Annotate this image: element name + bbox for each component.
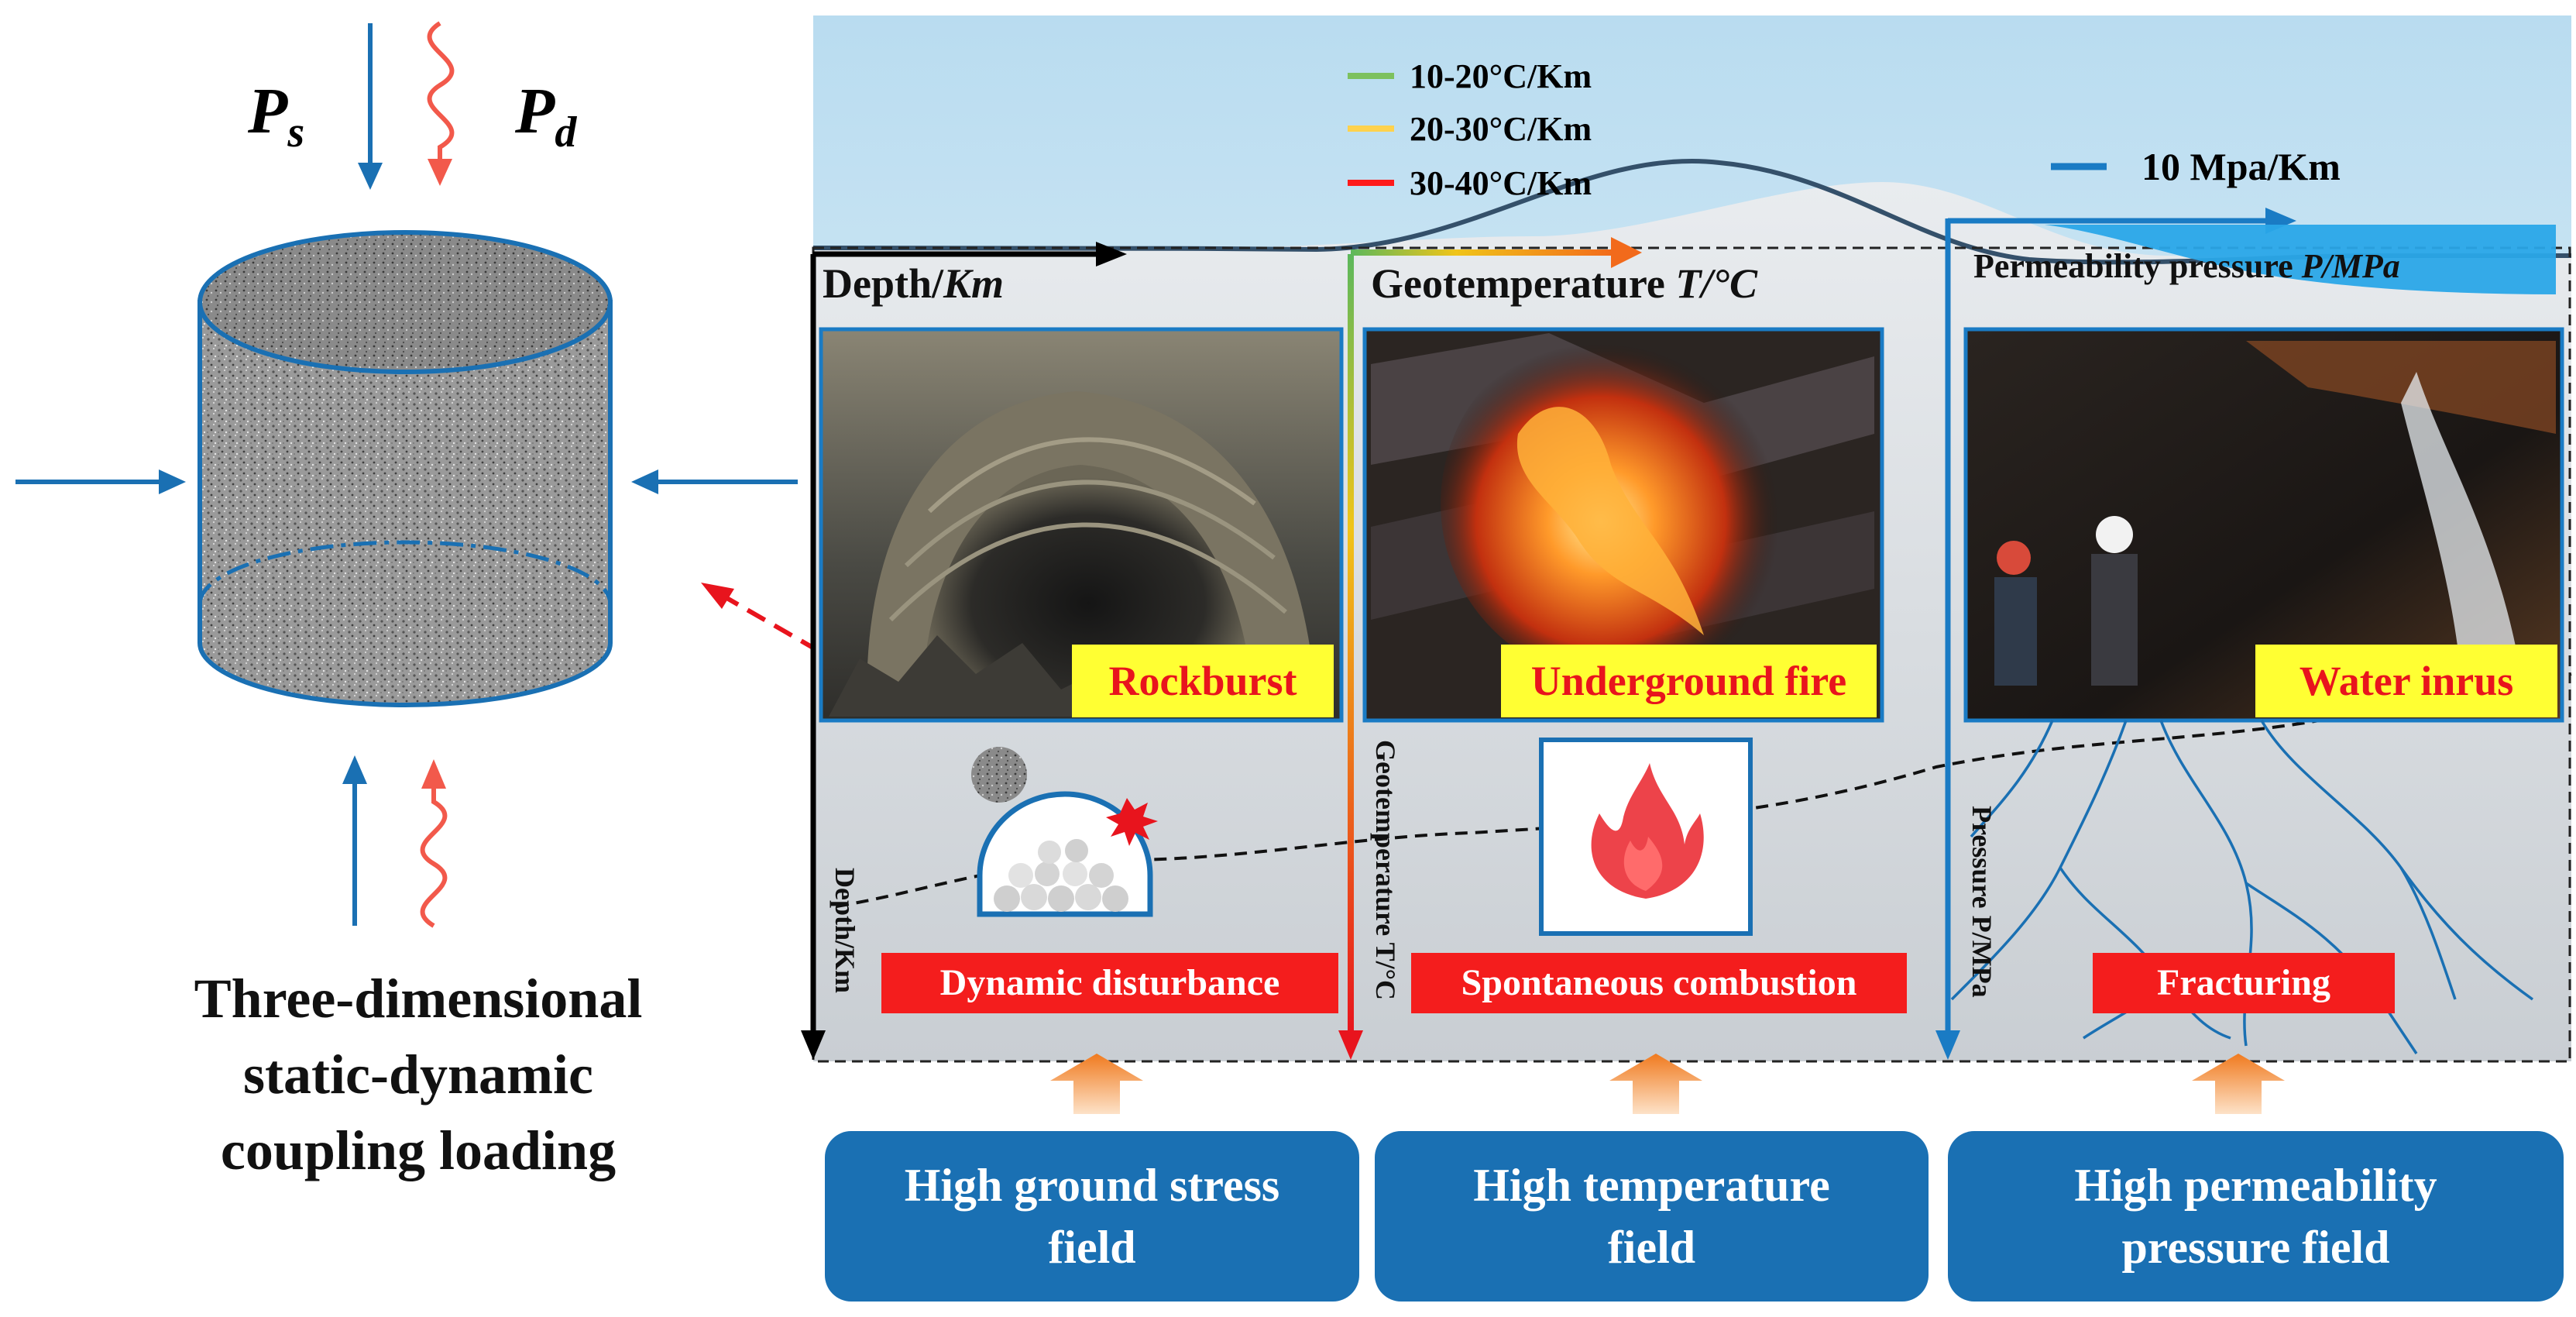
field-permeability-line-1: High permeability [2074,1160,2437,1211]
tunnel-section-icon [977,791,1158,917]
specimen-caption: Three-dimensional static-dynamic couplin… [116,961,720,1188]
specimen-hidden-edge [197,540,613,605]
field-permeability-line-2: pressure field [2121,1222,2390,1273]
stratum-boundary [836,672,2572,908]
legend: 10-20°C/Km 20-30°C/Km 30-40°C/Km 10 Mpa/… [1348,57,2341,202]
field-stress-line-1: High ground stress [904,1160,1280,1211]
caption-line-2: static-dynamic [243,1044,593,1106]
panel-border [812,246,2571,1063]
arrow-permeability [2192,1054,2285,1114]
hazard-label-water-inrush: Water inrus [2255,645,2557,717]
caption-line-3: coupling loading [220,1119,617,1181]
depth-axis-vertical-label: Depth/Km [829,868,860,993]
depth-axis-title: Depth/Km [823,260,1005,307]
static-load-symbol: Ps [248,75,305,156]
arrow-temperature [1609,1054,1702,1114]
mechanism-label-fracturing: Fracturing [2093,953,2395,1013]
legend-label-1: 10-20°C/Km [1410,57,1592,95]
hazard-label-underground-fire: Underground fire [1501,645,1877,717]
flame-icon-box [1539,738,1753,936]
mechanism-label-spontaneous-combustion: Spontaneous combustion [1411,953,1907,1013]
legend-label-3: 30-40°C/Km [1410,164,1592,202]
flame-icon [1591,763,1704,899]
geotemp-axis [1348,254,1354,1037]
water-band [2045,225,2556,294]
specimen-group [15,21,798,928]
field-stress-line-2: field [1048,1222,1136,1273]
legend-pressure-label: 10 Mpa/Km [2142,145,2341,188]
geotemp-axis-vertical-label: Geotemperature T/°C [1370,740,1401,1000]
arrow-stress [1050,1054,1143,1114]
legend-label-2: 20-30°C/Km [1410,110,1592,148]
pressure-axis-vertical-label: Pressure P/MPa [1966,806,1997,998]
caption-line-1: Three-dimensional [194,968,643,1030]
specimen-top-face [197,230,613,374]
dynamic-load-wave-top [427,21,455,163]
field-box-permeability: High permeability pressure field [1948,1131,2564,1302]
rock-fragment [971,747,1027,803]
field-box-temperature: High temperature field [1375,1131,1929,1302]
field-temperature-line-2: field [1607,1222,1696,1273]
geotemp-axis-top [1351,249,1614,256]
specimen-body [197,300,613,707]
burst-icon [1106,798,1158,846]
field-temperature-line-1: High temperature [1473,1160,1830,1211]
dynamic-load-symbol: Pd [515,75,577,156]
geotemp-axis-title: Geotemperature T/°C [1371,260,1757,307]
dynamic-load-wave-bottom [420,786,448,928]
hazard-label-rockburst: Rockburst [1072,645,1334,717]
field-box-ground-stress: High ground stress field [825,1131,1359,1302]
mechanism-label-dynamic-disturbance: Dynamic disturbance [881,953,1338,1013]
permeability-axis-title: Permeability pressure P/MPa [1973,247,2400,285]
